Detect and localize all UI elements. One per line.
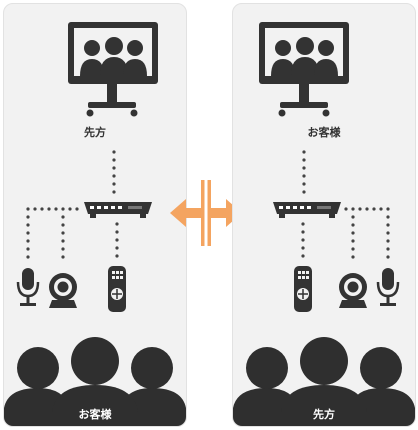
connector-top [302, 150, 306, 194]
camera-icon [49, 273, 77, 308]
codec-device-icon [273, 202, 341, 218]
people-label: 先方 [313, 408, 335, 421]
remote-icon [294, 266, 312, 312]
display-monitor-icon [68, 22, 158, 117]
camera-icon [339, 273, 367, 308]
remote-icon [108, 266, 126, 312]
codec-device-icon [84, 202, 152, 218]
bidirectional-arrow-icon [170, 180, 242, 246]
connector-left [26, 207, 119, 259]
connector-right [301, 207, 390, 259]
microphone-icon [16, 268, 40, 306]
display-label: お客様 [307, 126, 341, 139]
right-site-panel: お客様 先方 [232, 3, 416, 427]
right-site-diagram [233, 22, 415, 426]
people-group-icon [4, 337, 186, 426]
people-label: お客様 [78, 408, 112, 421]
people-group-icon [233, 337, 415, 426]
microphone-icon [376, 268, 400, 306]
left-site-panel: 先方 お客様 [3, 3, 187, 427]
connector-top [112, 150, 116, 194]
left-site-diagram [4, 22, 186, 426]
display-monitor-icon [259, 22, 349, 117]
display-label: 先方 [84, 126, 106, 139]
